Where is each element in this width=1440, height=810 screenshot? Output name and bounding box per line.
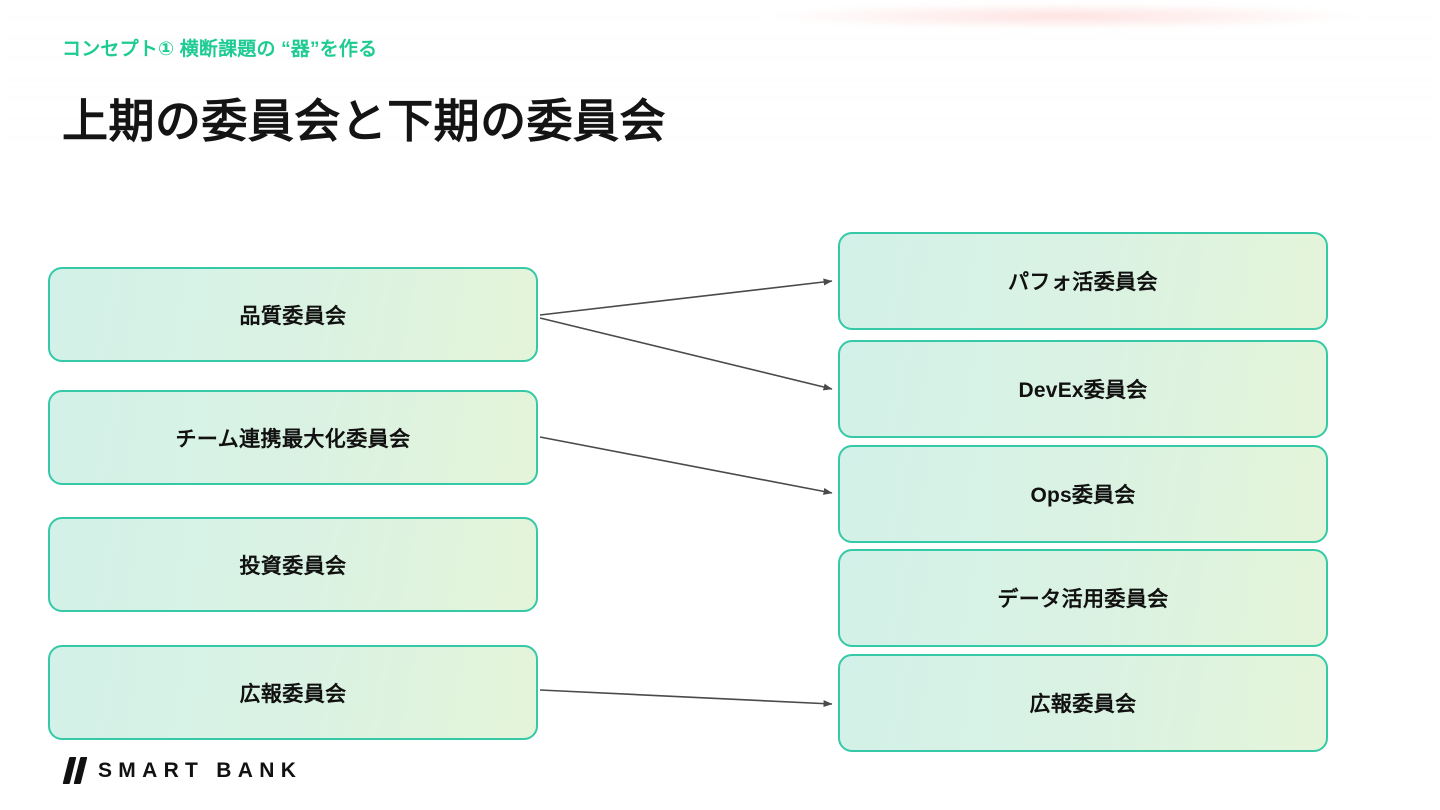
page-title: 上期の委員会と下期の委員会 — [62, 95, 666, 147]
right-node-ops[interactable]: Ops委員会 — [838, 445, 1328, 543]
left-node-investment-label: 投資委員会 — [239, 554, 347, 578]
right-node-data-utilization[interactable]: データ活用委員会 — [838, 549, 1328, 647]
left-node-team-collaboration-label: チーム連携最大化委員会 — [175, 427, 411, 451]
left-node-public-relations-label: 広報委員会 — [239, 682, 347, 706]
right-node-perfo-katsu-label: パフォ活委員会 — [1008, 271, 1158, 294]
right-node-public-relations-label: 広報委員会 — [1029, 693, 1137, 716]
connector-teamcollab-to-ops — [539, 436, 833, 495]
right-node-devex-label: DevEx委員会 — [1018, 379, 1148, 402]
connector-quality-to-perfo — [539, 278, 833, 316]
smartbank-mark-icon — [62, 757, 88, 784]
left-node-quality-label: 品質委員会 — [239, 304, 347, 328]
left-node-team-collaboration[interactable]: チーム連携最大化委員会 — [48, 390, 538, 485]
connector-pr-to-pr — [539, 689, 833, 708]
brand-logo: SMART BANK — [62, 757, 303, 784]
left-node-public-relations[interactable]: 広報委員会 — [48, 645, 538, 740]
left-node-investment[interactable]: 投資委員会 — [48, 517, 538, 612]
slide-eyebrow: コンセプト① 横断課題の “器”を作る — [62, 39, 378, 60]
brand-wordmark: SMART BANK — [98, 758, 303, 782]
left-node-quality[interactable]: 品質委員会 — [48, 267, 538, 362]
right-node-perfo-katsu[interactable]: パフォ活委員会 — [838, 232, 1328, 330]
right-node-public-relations[interactable]: 広報委員会 — [838, 654, 1328, 752]
connector-quality-to-devex — [539, 317, 833, 391]
right-node-ops-label: Ops委員会 — [1030, 484, 1136, 507]
right-node-data-utilization-label: データ活用委員会 — [997, 588, 1169, 611]
right-node-devex[interactable]: DevEx委員会 — [838, 340, 1328, 438]
